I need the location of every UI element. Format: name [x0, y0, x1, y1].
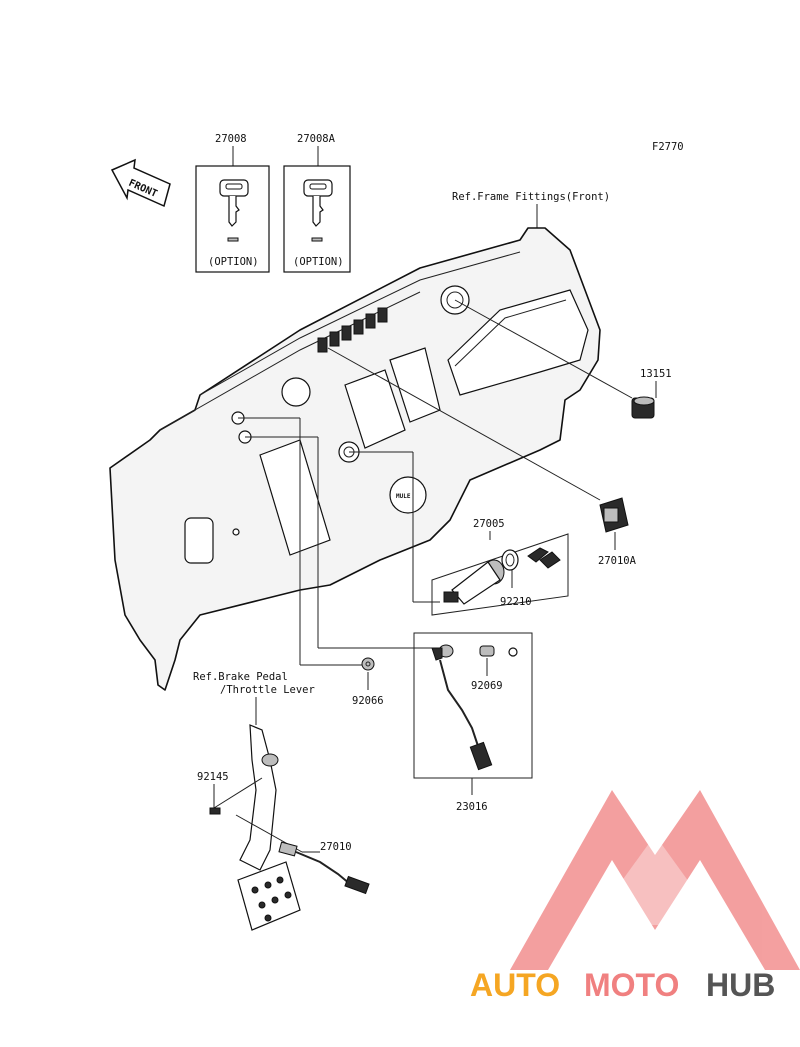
- part-13151[interactable]: 13151: [631, 368, 672, 419]
- wordmark-hub: HUB: [706, 967, 775, 1003]
- key-27008a-part-number: 27008A: [297, 133, 336, 145]
- part-23016-label: 23016: [456, 801, 488, 813]
- part-92145-label: 92145: [197, 771, 229, 783]
- part-27010[interactable]: 27010: [235, 814, 370, 895]
- front-arrow-icon: FRONT: [110, 158, 171, 208]
- part-92210-label: 92210: [500, 596, 532, 608]
- switch-harness-icon: [431, 644, 518, 771]
- key-27008[interactable]: 27008 (OPTION): [195, 133, 270, 273]
- figure-code: F2770: [652, 141, 684, 153]
- key-icon: [303, 179, 333, 242]
- part-27005[interactable]: 27005: [431, 518, 569, 616]
- wordmark-auto: AUTO: [470, 967, 560, 1003]
- key-27008-part-number: 27008: [215, 133, 247, 145]
- ignition-key-icon: [527, 547, 561, 569]
- indicator-lights: [317, 307, 388, 353]
- part-23016[interactable]: 23016: [413, 632, 533, 813]
- part-92069[interactable]: 92069: [471, 645, 503, 692]
- ref-brake-pedal: Ref.Brake Pedal: [193, 671, 288, 683]
- part-92069-label: 92069: [471, 680, 503, 692]
- automotohub-logo-icon: [510, 790, 800, 970]
- lock-nut-icon: [501, 549, 519, 571]
- ignition-switch-icon: [443, 559, 505, 605]
- brake-switch-icon: [278, 841, 370, 895]
- svg-text:MULE: MULE: [396, 493, 411, 500]
- part-27010a[interactable]: 27010A: [598, 497, 637, 567]
- key-27008a-note: (OPTION): [293, 256, 344, 268]
- part-13151-label: 13151: [640, 368, 672, 380]
- ref-throttle-lever: /Throttle Lever: [220, 684, 315, 696]
- part-27010a-label: 27010A: [598, 555, 637, 567]
- part-92145[interactable]: 92145: [197, 771, 263, 815]
- part-92066-label: 92066: [352, 695, 384, 707]
- key-27008a[interactable]: 27008A (OPTION): [283, 133, 351, 273]
- brake-pedal: [237, 724, 301, 931]
- part-27005-label: 27005: [473, 518, 505, 530]
- part-92066[interactable]: 92066: [352, 657, 384, 707]
- wordmark-moto: MOTO: [584, 967, 679, 1003]
- part-92210[interactable]: 92210: [500, 570, 532, 608]
- automotohub-wordmark: AUTO MOTO HUB: [470, 967, 775, 1003]
- ref-frame-fittings: Ref.Frame Fittings(Front): [452, 191, 610, 203]
- key-27008-note: (OPTION): [208, 256, 259, 268]
- part-27010-label: 27010: [320, 841, 352, 853]
- key-icon: [219, 179, 249, 242]
